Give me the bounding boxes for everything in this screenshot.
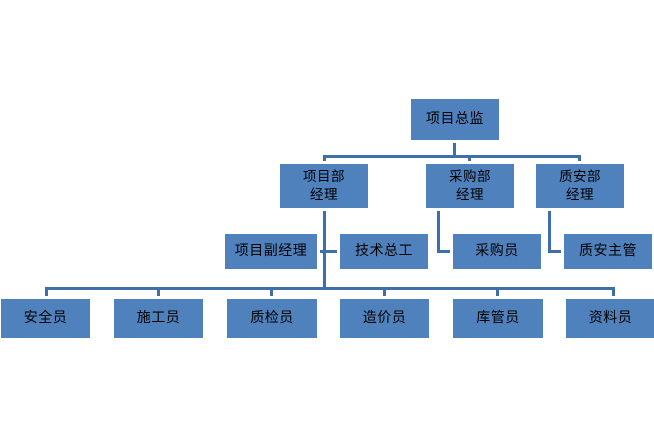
connector-quality-safety-elbow xyxy=(548,250,562,253)
node-warehouse-keeper[interactable]: 库管员 xyxy=(450,296,546,341)
node-quality-inspector[interactable]: 质检员 xyxy=(224,296,320,341)
connector-director-stem xyxy=(453,143,456,156)
node-director[interactable]: 项目总监 xyxy=(408,96,502,143)
connector-level4-bus xyxy=(45,287,615,290)
connector-drop-project-dept xyxy=(323,155,326,162)
node-chief-engineer[interactable]: 技术总工 xyxy=(337,231,431,272)
node-purchasing-dept-manager[interactable]: 采购部 经理 xyxy=(423,161,517,211)
connector-project-dept-trunk xyxy=(323,210,326,289)
connector-drop-purchasing-dept xyxy=(468,155,471,162)
node-construction-officer[interactable]: 施工员 xyxy=(111,296,206,341)
node-purchasing-officer[interactable]: 采购员 xyxy=(450,231,544,272)
connector-purchasing-elbow xyxy=(437,250,451,253)
connector-quality-safety-vertical xyxy=(548,210,551,252)
node-project-dept-manager[interactable]: 项目部 经理 xyxy=(277,161,371,211)
node-deputy-project-manager[interactable]: 项目副经理 xyxy=(222,231,320,272)
node-safety-officer[interactable]: 安全员 xyxy=(0,296,93,341)
connector-drop-warehouse-keeper xyxy=(496,287,499,296)
node-document-clerk[interactable]: 资料员 xyxy=(563,296,654,341)
connector-drop-cost-estimator xyxy=(383,287,386,296)
connector-drop-quality-safety-dept xyxy=(578,155,581,162)
connector-purchasing-vertical xyxy=(437,210,440,252)
connector-stub-deputy-project-manager xyxy=(318,250,325,253)
node-quality-safety-supervisor[interactable]: 质安主管 xyxy=(561,231,654,272)
connector-level2-bus xyxy=(323,155,581,158)
connector-stub-chief-engineer xyxy=(325,250,337,253)
connector-drop-quality-inspector xyxy=(270,287,273,296)
node-cost-estimator[interactable]: 造价员 xyxy=(337,296,432,341)
connector-drop-construction-officer xyxy=(157,287,160,296)
connector-drop-safety-officer xyxy=(45,287,48,296)
node-quality-safety-dept-manager[interactable]: 质安部 经理 xyxy=(533,161,627,211)
connector-drop-document-clerk xyxy=(612,287,615,296)
